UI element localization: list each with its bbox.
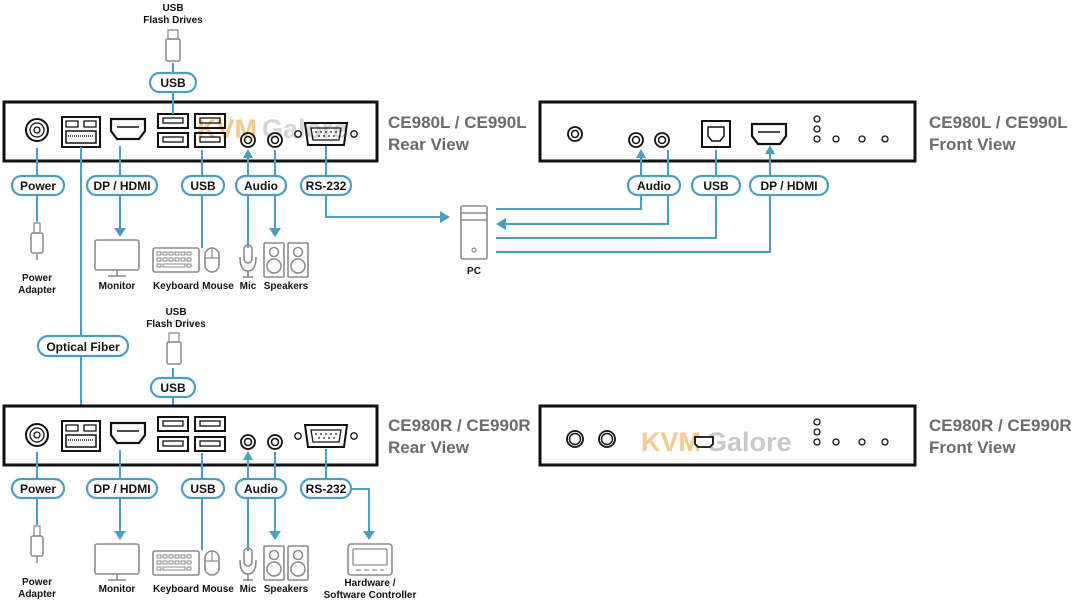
remote-rear-panel	[2, 404, 379, 467]
pill-rs232: RS-232	[306, 179, 347, 193]
remote-front-subtitle: Front View	[929, 438, 1016, 457]
remote-front-title: CE980R / CE990R	[929, 416, 1072, 435]
pill-rs232: RS-232	[306, 482, 347, 496]
controller-icon	[347, 543, 393, 576]
usb-flash-drive-icon	[165, 29, 181, 62]
power-adapter-icon	[30, 525, 44, 564]
local-rear-title: CE980L / CE990L	[388, 113, 527, 132]
local-rear-panel: KVM Galore	[2, 100, 379, 163]
local-rear-cables	[36, 146, 440, 418]
remote-rear-title: CE980R / CE990R	[388, 416, 531, 435]
mouse-icon	[204, 247, 220, 273]
power-adapter-icon	[30, 222, 44, 261]
svg-text:USB: USB	[165, 307, 186, 318]
svg-text:USB: USB	[160, 76, 186, 90]
pc-label: PC	[467, 266, 481, 277]
usb-flash-drive-icon	[166, 332, 182, 365]
speaker-icon	[287, 545, 309, 581]
remote-rear-subtitle: Rear View	[388, 438, 470, 457]
local-front-title: CE980L / CE990L	[929, 113, 1068, 132]
usb-top-pill	[149, 376, 197, 399]
local-rear-pills: Power DP / HDMI USB Audio RS-232	[10, 174, 353, 197]
svg-text:Speakers: Speakers	[264, 584, 309, 595]
audio-jack-icon	[566, 430, 584, 448]
local-front-subtitle: Front View	[929, 135, 1016, 154]
keyboard-icon	[152, 550, 200, 576]
pill-audio: Audio	[637, 179, 671, 193]
svg-text:Keyboard: Keyboard	[153, 584, 199, 595]
pill-dp-hdmi: DP / HDMI	[93, 179, 150, 193]
monitor-icon	[94, 239, 140, 277]
pill-usb: USB	[190, 179, 216, 193]
pill-audio: Audio	[244, 482, 278, 496]
svg-text:Software Controller: Software Controller	[324, 590, 417, 600]
svg-text:Mouse: Mouse	[202, 584, 234, 595]
pill-dp-hdmi: DP / HDMI	[760, 179, 817, 193]
monitor-icon	[94, 543, 140, 581]
optical-fiber-pill	[36, 334, 130, 358]
flash-drive-label: USB	[162, 3, 183, 14]
svg-text:Adapter: Adapter	[18, 285, 56, 296]
svg-text:Adapter: Adapter	[18, 589, 56, 600]
microphone-icon	[239, 547, 257, 581]
svg-text:Hardware /: Hardware /	[344, 578, 395, 589]
svg-text:Keyboard: Keyboard	[153, 281, 199, 292]
svg-text:Monitor: Monitor	[99, 281, 136, 292]
local-front-cables	[496, 150, 771, 253]
pill-dp-hdmi: DP / HDMI	[93, 482, 150, 496]
microphone-icon	[239, 244, 257, 278]
usb-b-port-icon	[701, 120, 731, 148]
svg-text:Power: Power	[22, 577, 52, 588]
watermark-galore: Galore	[262, 114, 348, 144]
watermark-kvm: KVM	[197, 114, 257, 144]
svg-text:Flash Drives: Flash Drives	[146, 319, 206, 330]
mini-hdmi-port-icon	[694, 436, 714, 448]
watermark-kvm: KVM	[641, 427, 701, 457]
svg-text:Speakers: Speakers	[264, 281, 309, 292]
pill-power: Power	[20, 179, 56, 193]
local-rear-subtitle: Rear View	[388, 135, 470, 154]
svg-text:Mic: Mic	[240, 584, 257, 595]
mouse-icon	[204, 550, 220, 576]
keyboard-icon	[152, 247, 200, 273]
svg-text:Power: Power	[22, 273, 52, 284]
svg-text:Monitor: Monitor	[99, 584, 136, 595]
speaker-icon	[287, 242, 309, 278]
remote-front-panel: KVM Galore	[538, 404, 917, 467]
speaker-icon	[263, 242, 285, 278]
local-front-panel	[538, 100, 917, 163]
speaker-icon	[263, 545, 285, 581]
pill-usb: USB	[190, 482, 216, 496]
pill-power: Power	[20, 482, 56, 496]
svg-text:Mouse: Mouse	[202, 281, 234, 292]
remote-rear-cables	[36, 449, 370, 551]
pill-audio: Audio	[244, 179, 278, 193]
pc-icon	[460, 205, 488, 260]
local-front-pills: Audio USB DP / HDMI	[626, 174, 830, 197]
watermark-galore: Galore	[706, 427, 792, 457]
svg-text:Mic: Mic	[240, 281, 257, 292]
flash-drive-label: Flash Drives	[143, 15, 203, 26]
svg-text:USB: USB	[160, 381, 186, 395]
remote-rear-pills: Power DP / HDMI USB Audio RS-232	[10, 477, 353, 500]
svg-text:Optical Fiber: Optical Fiber	[46, 340, 120, 354]
audio-jack-icon	[598, 430, 616, 448]
pill-usb: USB	[703, 179, 729, 193]
usb-top-pill	[148, 71, 198, 94]
